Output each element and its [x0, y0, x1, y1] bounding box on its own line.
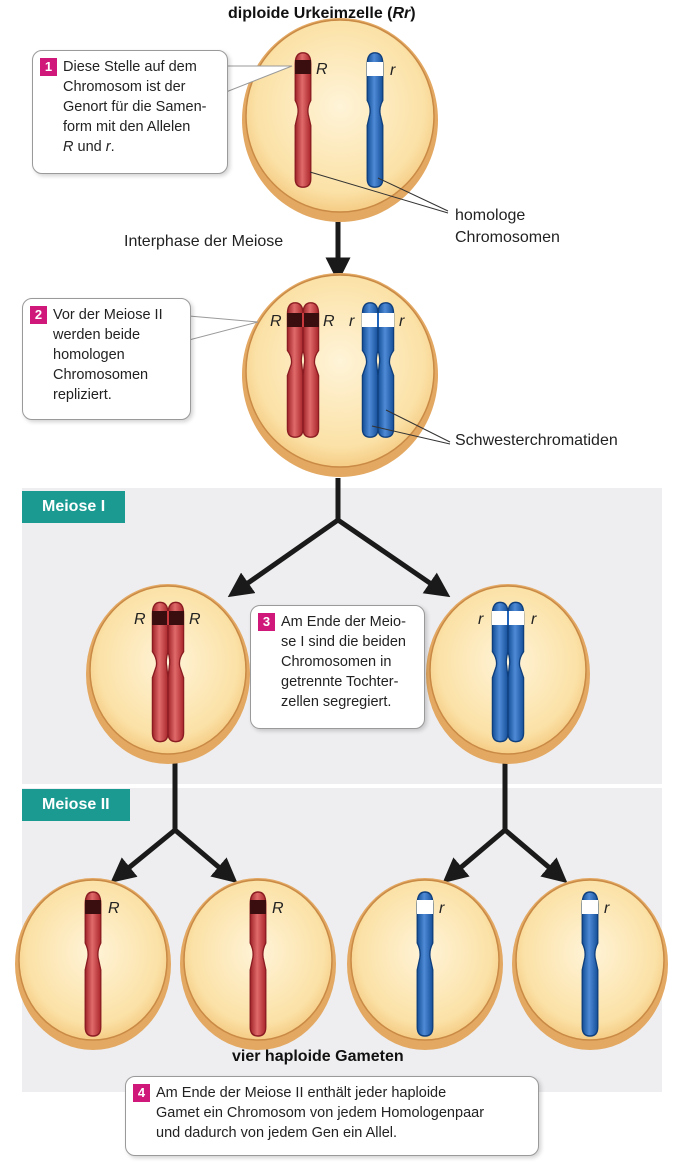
- arrow-meiosis-2-ll: [110, 828, 177, 883]
- gene-locus-r: [367, 62, 383, 76]
- meiosis-2-tag: Meiose II: [22, 789, 130, 821]
- allele-label-r-1: r: [390, 62, 396, 79]
- step-badge-2: 2: [30, 306, 47, 324]
- allele-label-R-3b: R: [189, 611, 201, 628]
- bubble-2-tail: [188, 315, 259, 341]
- info-bubble-2: 2 Vor der Meiose II werden beide homolog…: [22, 298, 191, 420]
- cell-diploid: [242, 18, 438, 222]
- leader-homologous-red: [309, 171, 449, 214]
- allele-label-gamete-4: r: [604, 900, 610, 917]
- allele-label-R-2b: R: [323, 313, 335, 330]
- allele-label-gamete-2: R: [272, 900, 284, 917]
- allele-label-R-2a: R: [270, 313, 282, 330]
- allele-label-gamete-1: R: [108, 900, 120, 917]
- allele-label-r-2b: r: [399, 313, 405, 330]
- info-bubble-3: 3 Am Ende der Meio- se I sind die beiden…: [250, 605, 425, 729]
- gametes-title: vier haploide Gameten: [232, 1048, 404, 1065]
- info-bubble-4: 4 Am Ende der Meiose II enthält jeder ha…: [125, 1076, 539, 1156]
- gamete-2: [180, 878, 336, 1050]
- label-interphase: Interphase der Meiose: [124, 233, 284, 250]
- cell-meiosis-1-left: [86, 584, 250, 764]
- gamete-4: [512, 878, 668, 1050]
- arrow-meiosis-1-left: [227, 517, 340, 598]
- allele-label-R-1: R: [316, 61, 328, 78]
- label-sister-chromatids: Schwesterchromatiden: [455, 432, 618, 449]
- allele-label-gamete-3: r: [439, 900, 445, 917]
- allele-label-r-3a: r: [478, 611, 484, 628]
- arrow-meiosis-2-lr: [173, 828, 238, 884]
- step-badge-1: 1: [40, 58, 57, 76]
- gamete-1: [15, 878, 171, 1050]
- gamete-3: [347, 878, 503, 1050]
- cell-meiosis-1-right: [426, 584, 590, 764]
- step-badge-4: 4: [133, 1084, 150, 1102]
- leader-sister-2: [371, 425, 451, 445]
- cell-replicated: [242, 273, 438, 477]
- meiosis-1-tag: Meiose I: [22, 491, 126, 523]
- allele-label-r-3b: r: [531, 611, 537, 628]
- top-title: diploide Urkeimzelle (Rr): [228, 5, 416, 22]
- arrow-meiosis-1-right: [336, 517, 451, 598]
- leader-homologous-blue: [377, 177, 449, 212]
- leader-sister-1: [385, 409, 451, 443]
- gene-locus-R: [295, 60, 311, 74]
- allele-label-r-2a: r: [349, 313, 355, 330]
- allele-label-R-3a: R: [134, 611, 146, 628]
- arrow-meiosis-2-rr: [503, 828, 568, 884]
- step-badge-3: 3: [258, 613, 275, 631]
- info-bubble-1: 1 Diese Stelle auf dem Chromosom ist der…: [32, 50, 228, 174]
- arrow-meiosis-2-rl: [442, 828, 507, 884]
- label-homologous-chromosomes: homologe Chromosomen: [455, 207, 560, 246]
